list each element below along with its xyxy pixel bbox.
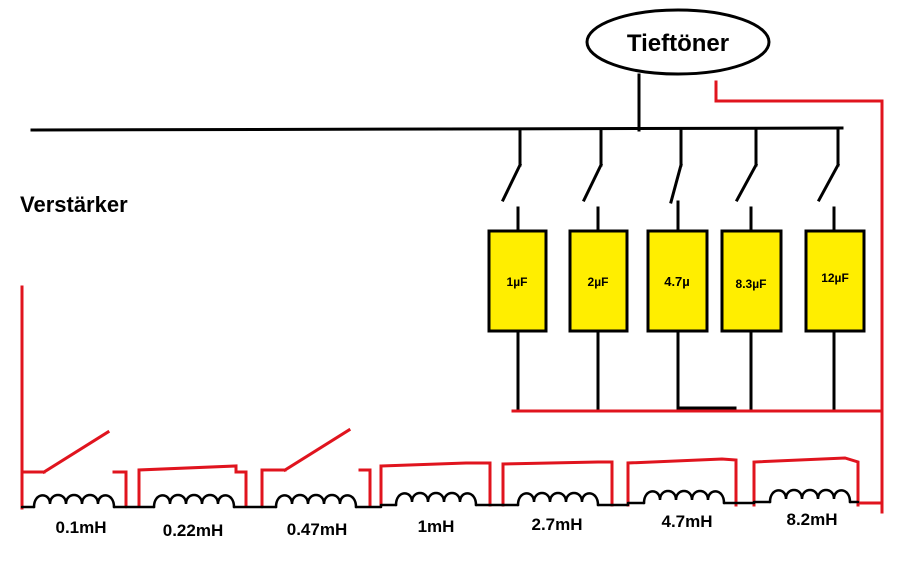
inductor-7-label: 8.2mH (786, 510, 837, 529)
inductor-4-coil (379, 491, 505, 507)
inductor-2-coil (124, 493, 264, 509)
inductor-6-coil (626, 489, 756, 505)
inductor-5-label: 2.7mH (531, 515, 582, 534)
inductor-1-coil (20, 493, 128, 509)
inductor-labels: 0.1mH 0.22mH 0.47mH 1mH 2.7mH 4.7mH 8.2m… (55, 510, 837, 540)
inductor-2-label: 0.22mH (163, 521, 223, 540)
inductor-3-label: 0.47mH (287, 520, 347, 539)
speaker: Tieftöner (585, 8, 771, 76)
capacitor-bank: 1µF 2µF 4.7µ 8.3µF 12µF (487, 229, 866, 333)
capacitor-4-label: 8.3µF (736, 277, 767, 291)
inductor-chain (20, 488, 860, 509)
capacitor-3-label: 4.7µ (664, 274, 690, 289)
capacitor-5-label: 12µF (821, 271, 849, 285)
inductor-4-label: 1mH (418, 517, 455, 536)
speaker-ellipse (585, 8, 771, 76)
capacitor-2-label: 2µF (588, 275, 609, 289)
capacitor-5 (804, 229, 866, 333)
capacitor-4 (720, 229, 783, 333)
inductor-1-label: 0.1mH (55, 518, 106, 537)
red-wiring (20, 80, 884, 514)
black-wiring (30, 73, 844, 412)
inductor-5-coil (501, 491, 630, 507)
inductor-6-label: 4.7mH (661, 512, 712, 531)
capacitor-2 (568, 229, 629, 333)
amplifier-label: Verstärker (20, 192, 128, 217)
speaker-label: Tieftöner (627, 30, 729, 57)
inductor-3-coil (260, 493, 383, 509)
capacitor-1 (487, 229, 548, 333)
inductor-7-coil (752, 488, 860, 504)
capacitor-1-label: 1µF (507, 275, 528, 289)
capacitor-3 (646, 229, 709, 333)
